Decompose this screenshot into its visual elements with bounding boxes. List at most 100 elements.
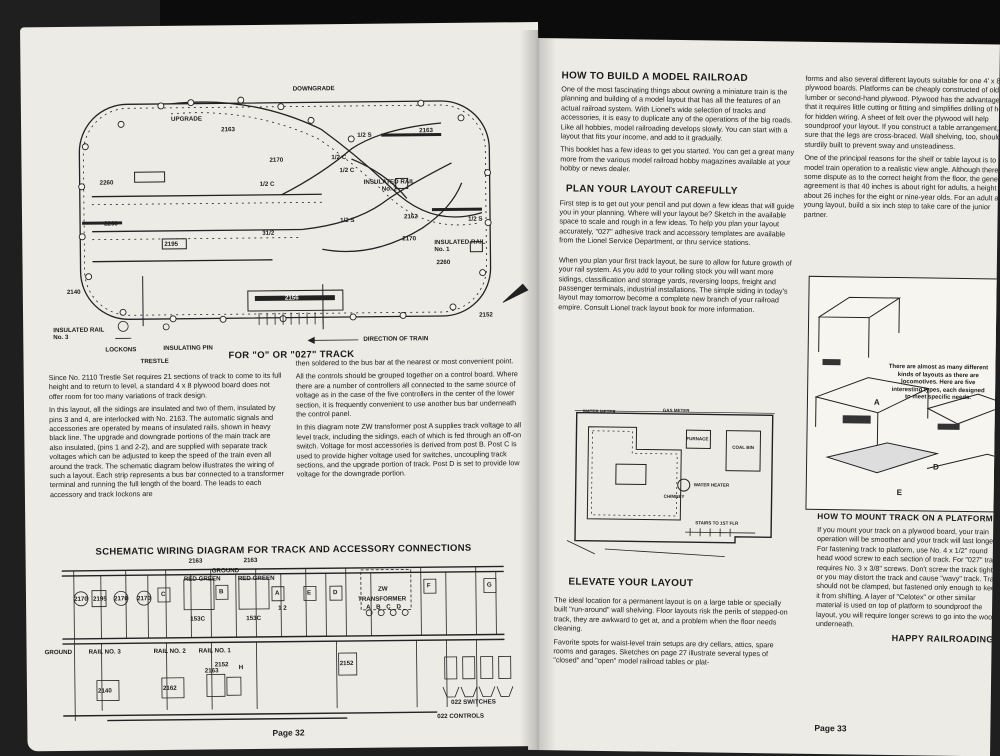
basement-layout-sketch: WATER METER GAS METER FURNACE COAL BIN W… <box>565 408 781 559</box>
sch-ground: GROUND <box>44 648 73 657</box>
sketch-water-heater: WATER HEATER <box>693 482 730 488</box>
left-column-1: Since No. 2110 Trestle Set requires 21 s… <box>49 371 286 504</box>
heading-mount-track: HOW TO MOUNT TRACK ON A PLATFORM <box>817 511 994 524</box>
label-half-s-b: 1/2 S <box>340 216 355 225</box>
sch-letter-c: C <box>160 590 166 598</box>
sch-2170-b: 2170 <box>113 595 128 603</box>
right-column-1: HOW TO BUILD A MODEL RAILROAD One of the… <box>558 70 797 318</box>
sch-transformer: TRANSFORMER <box>358 595 407 603</box>
label-2156: 2156 <box>284 294 299 302</box>
inset-caption: There are almost as many different kinds… <box>888 363 989 402</box>
label-2260-c: 2260 <box>436 258 451 267</box>
label-insulated-rail-3: INSULATED RAIL No. 3 <box>53 326 105 342</box>
inset-letter-a: A <box>873 397 880 407</box>
left-column-2: then soldered to the bus bar at the near… <box>296 356 523 483</box>
label-lockons: LOCKONS <box>105 346 137 354</box>
label-2163-right: 2163 <box>419 127 433 135</box>
label-direction-of-train: DIRECTION OF TRAIN <box>363 335 429 343</box>
paragraph-view-angle: One of the principal reasons for the she… <box>803 152 1000 219</box>
label-2170-b: 2170 <box>402 235 417 243</box>
sketch-gas-meter: GAS METER <box>662 407 690 414</box>
sketch-stairs: STAIRS TO 1ST FLR <box>695 520 739 526</box>
col2-paragraph-2: All the controls should be grouped toget… <box>295 369 518 419</box>
paragraph-platforms: forms and also several different layouts… <box>804 73 1000 151</box>
label-insulating-pin: INSULATING PIN <box>163 344 213 352</box>
paragraph-mount-track: If you mount your track on a plywood boa… <box>815 524 1000 629</box>
label-2195: 2195 <box>164 240 179 248</box>
sch-2163-b: 2163 <box>243 556 258 565</box>
right-column-2-lower: HOW TO MOUNT TRACK ON A PLATFORM If you … <box>816 512 1000 645</box>
label-insulated-rail-2: INSULATED RAIL No. 2 <box>363 178 415 193</box>
closing-happy-railroading: HAPPY RAILROADING! <box>891 633 997 645</box>
sch-red-green-b: RED GREEN <box>237 574 275 583</box>
sch-letter-a: A <box>274 589 280 597</box>
label-three-half: 31/2 <box>262 229 275 237</box>
heading-build-model-railroad: HOW TO BUILD A MODEL RAILROAD <box>561 70 749 84</box>
sch-rail-1: RAIL NO. 1 <box>198 647 231 655</box>
paragraph-intro: One of the most fascinating things about… <box>560 84 793 143</box>
paragraph-favorite-spots: Favorite spots for waist-level train set… <box>553 636 774 667</box>
sch-zw: ZW <box>377 585 388 593</box>
sch-rail-3: RAIL NO. 3 <box>88 648 121 656</box>
label-2260-b: 2260 <box>104 220 118 228</box>
schematic-wiring-diagram: 2163 2163 RED GREEN GROUND RED GREEN ZW … <box>26 556 546 731</box>
sch-2152-b: 2152 <box>339 659 354 668</box>
sketch-furnace: FURNACE <box>686 436 709 442</box>
label-trestle: TRESTLE <box>140 357 169 366</box>
col1-paragraph-2: In this layout, all the sidings are insu… <box>48 402 284 500</box>
heading-elevate-layout: ELEVATE YOUR LAYOUT <box>568 576 694 590</box>
inset-letter-d: D <box>932 462 939 472</box>
page-number-32: Page 32 <box>272 727 305 738</box>
sch-2163-c: 2163 <box>204 667 219 675</box>
label-half-c-a: 1/2 C <box>331 154 347 162</box>
label-2260-a: 2260 <box>99 179 114 187</box>
page-number-33: Page 33 <box>814 722 847 734</box>
sch-red-green-a: RED GREEN <box>183 575 221 583</box>
sch-posts: A B C D <box>366 603 403 611</box>
sch-2170-c: 2170 <box>136 595 151 603</box>
sch-2195: 2195 <box>92 595 107 603</box>
paragraph-plan-growth: When you plan your first track layout, b… <box>558 255 792 314</box>
layout-types-illustration: There are almost as many different kinds… <box>805 275 1000 513</box>
track-layout-diagram: DOWNGRADE UPGRADE 2163 2163 1/2 S 1/2 C … <box>20 22 541 365</box>
track-layout-drawing <box>78 96 529 345</box>
sch-2170-a: 2170 <box>73 595 88 603</box>
sch-153c-a: 153C <box>190 615 206 623</box>
sch-2163-a: 2163 <box>188 557 203 565</box>
sch-letter-h: H <box>238 664 244 672</box>
heading-plan-layout: PLAN YOUR LAYOUT CAREFULLY <box>565 183 738 197</box>
sch-ground-top: GROUND <box>211 567 240 575</box>
label-2162: 2162 <box>403 213 418 221</box>
sketch-chimney: CHIMNEY <box>663 493 685 500</box>
schematic-title: SCHEMATIC WIRING DIAGRAM FOR TRACK AND A… <box>95 542 472 558</box>
left-page: DOWNGRADE UPGRADE 2163 2163 1/2 S 1/2 C … <box>20 22 546 752</box>
layout-types-drawing <box>814 296 1000 474</box>
sch-2162: 2162 <box>162 684 177 692</box>
schematic-drawing <box>61 565 514 722</box>
sch-rail-2: RAIL NO. 2 <box>153 647 186 656</box>
sketch-coal-bin: COAL BIN <box>732 444 755 451</box>
sch-2140: 2140 <box>97 687 112 695</box>
col1-paragraph-1: Since No. 2110 Trestle Set requires 21 s… <box>48 370 282 401</box>
sch-letter-f: F <box>426 582 431 590</box>
sch-153c-b: 153C <box>246 614 262 623</box>
right-page: HOW TO BUILD A MODEL RAILROAD One of the… <box>528 38 1000 756</box>
basement-sketch-drawing <box>566 410 775 558</box>
col2-paragraph-3: In this diagram note ZW transformer post… <box>296 420 522 480</box>
label-2163-top: 2163 <box>221 126 235 134</box>
col2-paragraph-1: then soldered to the bus bar at the near… <box>295 356 514 368</box>
sch-letter-g: G <box>486 581 492 589</box>
label-half-s-a: 1/2 S <box>357 131 372 139</box>
right-column-2: forms and also several different layouts… <box>803 74 1000 226</box>
label-half-c-c: 1/2 C <box>259 180 275 188</box>
label-2140: 2140 <box>66 288 81 296</box>
inset-letter-e: E <box>896 488 903 498</box>
paragraph-ideal-location: The ideal location for a permanent layou… <box>553 595 788 633</box>
sch-letter-b: B <box>218 588 224 596</box>
sch-022-switches: 022 SWITCHES <box>451 698 496 706</box>
sketch-water-meter: WATER METER <box>582 408 616 415</box>
label-half-c-b: 1/2 C <box>339 166 355 175</box>
label-upgrade: UPGRADE <box>170 115 202 123</box>
label-half-s-c: 1/2 S <box>468 215 483 223</box>
sch-letter-e: E <box>306 589 312 597</box>
